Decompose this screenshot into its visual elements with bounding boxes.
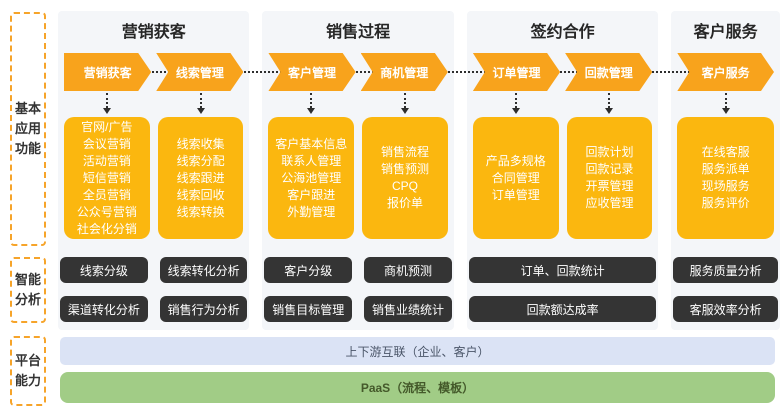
analysis-chip: 线索分级 bbox=[60, 257, 148, 283]
down-arrow bbox=[64, 93, 150, 117]
down-arrow-head bbox=[605, 108, 614, 114]
down-arrow-head bbox=[511, 108, 520, 114]
down-arrow bbox=[677, 93, 774, 117]
feature-list-box: 客户基本信息 联系人管理 公海池管理 客户跟进 外勤管理 bbox=[268, 117, 355, 239]
down-arrow-stem bbox=[514, 93, 517, 108]
process-group-2: 销售过程客户管理商机管理客户基本信息 联系人管理 公海池管理 客户跟进 外勤管理… bbox=[262, 11, 454, 330]
group-title: 营销获客 bbox=[121, 24, 186, 41]
down-arrow-stem bbox=[310, 93, 313, 108]
feature-box-row: 官网/广告 会议营销 活动营销 短信营销 全员营销 公众号营销 社会化分销线索收… bbox=[64, 117, 244, 239]
down-arrow bbox=[158, 93, 244, 117]
down-arrow-row bbox=[64, 93, 243, 117]
sidebar-label: 基本 应用 功能 bbox=[14, 101, 41, 156]
stage-chevron: 订单管理 bbox=[473, 53, 560, 91]
down-arrow-head bbox=[196, 108, 205, 114]
analysis-chip: 渠道转化分析 bbox=[60, 296, 148, 322]
feature-list-box: 产品多规格 合同管理 订单管理 bbox=[472, 117, 559, 239]
sidebar-section-basic-functions: 基本 应用 功能 bbox=[10, 12, 46, 246]
analysis-chip: 订单、回款统计 bbox=[468, 257, 657, 283]
platform-bar-label: 上下游互联（企业、客户） bbox=[345, 344, 490, 359]
group-title: 销售过程 bbox=[326, 24, 391, 41]
down-arrow bbox=[268, 93, 354, 117]
stage-chevron-row: 营销获客线索管理 bbox=[64, 53, 243, 91]
process-groups-row: 营销获客营销获客线索管理官网/广告 会议营销 活动营销 短信营销 全员营销 公众… bbox=[58, 11, 780, 330]
feature-box-row: 客户基本信息 联系人管理 公海池管理 客户跟进 外勤管理销售流程 销售预测 CP… bbox=[268, 117, 448, 239]
analysis-chip: 线索转化分析 bbox=[159, 257, 248, 283]
analysis-chip: 销售业绩统计 bbox=[364, 296, 452, 322]
process-group-3: 签约合作订单管理回款管理产品多规格 合同管理 订单管理回款计划 回款记录 开票管… bbox=[466, 11, 659, 330]
stage-chevron: 客户管理 bbox=[268, 53, 355, 91]
analysis-row: 客户分级商机预测 bbox=[264, 257, 452, 283]
feature-list-box: 在线客服 服务派单 现场服务 服务评价 bbox=[677, 117, 774, 239]
analysis-row: 客服效率分析 bbox=[673, 296, 778, 322]
feature-list-box: 官网/广告 会议营销 活动营销 短信营销 全员营销 公众号营销 社会化分销 bbox=[64, 117, 150, 239]
down-arrow-head bbox=[401, 108, 410, 114]
stage-chevron-row: 订单管理回款管理 bbox=[473, 53, 652, 91]
down-arrow-stem bbox=[199, 93, 202, 108]
feature-list-box: 线索收集 线索分配 线索跟进 线索回收 线索转换 bbox=[157, 117, 244, 239]
down-arrow bbox=[473, 93, 559, 117]
stage-chevron: 客户服务 bbox=[677, 53, 774, 91]
feature-box-row: 产品多规格 合同管理 订单管理回款计划 回款记录 开票管理 应收管理 bbox=[472, 117, 653, 239]
feature-list-box: 回款计划 回款记录 开票管理 应收管理 bbox=[566, 117, 653, 239]
group-title: 签约合作 bbox=[530, 24, 595, 41]
platform-bar-label: PaaS（流程、模板） bbox=[360, 381, 475, 395]
down-arrow-stem bbox=[608, 93, 611, 108]
process-group-1: 营销获客营销获客线索管理官网/广告 会议营销 活动营销 短信营销 全员营销 公众… bbox=[58, 11, 250, 330]
down-arrow bbox=[362, 93, 448, 117]
down-arrow-head bbox=[307, 108, 316, 114]
analysis-chip: 销售行为分析 bbox=[159, 296, 248, 322]
stage-chevron: 商机管理 bbox=[361, 53, 448, 91]
feature-list-box: 销售流程 销售预测 CPQ 报价单 bbox=[362, 117, 448, 239]
down-arrow-row bbox=[473, 93, 652, 117]
stage-chevron-row: 客户服务 bbox=[677, 53, 774, 91]
down-arrow-head bbox=[721, 108, 730, 114]
analysis-row: 服务质量分析 bbox=[673, 257, 778, 283]
down-arrow-stem bbox=[404, 93, 407, 108]
process-group-4: 客户服务客户服务在线客服 服务派单 现场服务 服务评价服务质量分析客服效率分析 bbox=[671, 11, 780, 330]
stage-chevron: 线索管理 bbox=[156, 53, 243, 91]
down-arrow-row bbox=[677, 93, 774, 117]
analysis-chip: 服务质量分析 bbox=[673, 257, 778, 283]
stage-chevron: 回款管理 bbox=[565, 53, 652, 91]
analysis-chip: 客服效率分析 bbox=[673, 296, 778, 322]
analysis-row: 销售目标管理销售业绩统计 bbox=[264, 296, 452, 322]
analysis-chip: 回款额达成率 bbox=[468, 296, 657, 322]
analysis-row: 回款额达成率 bbox=[468, 296, 657, 322]
analysis-chip: 客户分级 bbox=[264, 257, 353, 283]
analysis-chip: 商机预测 bbox=[364, 257, 452, 283]
platform-bar-interconnect: 上下游互联（企业、客户） bbox=[60, 337, 775, 365]
stage-chevron: 营销获客 bbox=[64, 53, 151, 91]
analysis-row: 订单、回款统计 bbox=[468, 257, 657, 283]
sidebar-label: 平台 能力 bbox=[14, 353, 41, 388]
sidebar-section-platform-capability: 平台 能力 bbox=[10, 336, 46, 406]
analysis-chip: 销售目标管理 bbox=[264, 296, 353, 322]
group-title: 客户服务 bbox=[693, 24, 758, 41]
sidebar-section-intelligent-analysis: 智能 分析 bbox=[10, 257, 46, 323]
analysis-row: 渠道转化分析销售行为分析 bbox=[60, 296, 248, 322]
analysis-row: 线索分级线索转化分析 bbox=[60, 257, 248, 283]
down-arrow-stem bbox=[724, 93, 727, 108]
down-arrow-row bbox=[268, 93, 447, 117]
sidebar-label: 智能 分析 bbox=[14, 272, 41, 307]
feature-box-row: 在线客服 服务派单 现场服务 服务评价 bbox=[677, 117, 774, 239]
down-arrow-head bbox=[102, 108, 111, 114]
platform-bar-paas: PaaS（流程、模板） bbox=[60, 372, 775, 403]
down-arrow bbox=[567, 93, 653, 117]
down-arrow-stem bbox=[105, 93, 108, 108]
stage-chevron-row: 客户管理商机管理 bbox=[268, 53, 447, 91]
